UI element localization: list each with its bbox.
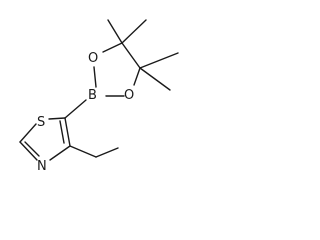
atom-label-o-bottom: O [124,88,134,103]
bond-c4-c5-double [59,120,65,144]
bond-c4-c5 [64,117,71,147]
bond-c-o-bottom [133,67,141,86]
atom-label-b: B [88,88,97,103]
bond-c4-ch2 [69,145,97,158]
atom-label-n: N [37,159,47,174]
bond-methyl-4 [139,67,171,91]
bond-methyl-2 [121,19,147,44]
bond-b-o-top [93,66,97,88]
bond-methyl-3 [139,52,179,69]
bond-c5-b [64,99,87,119]
structure-canvas: S N B O O [0,0,192,188]
bond-c-c [121,42,141,69]
bond-n3-c4 [49,145,71,161]
bond-methyl-1 [107,19,123,44]
bond-c2-n3 [19,141,38,161]
bond-o-top-c [102,42,123,53]
bond-s-c2 [19,123,37,143]
atom-label-o-top: O [88,51,98,66]
molecule-structure: S N B O O [19,19,179,174]
bond-c5-s [48,117,66,120]
bond-ch2-ch3 [95,147,119,158]
atom-label-s: S [37,115,45,130]
bond-c2-n3-double [24,141,40,157]
